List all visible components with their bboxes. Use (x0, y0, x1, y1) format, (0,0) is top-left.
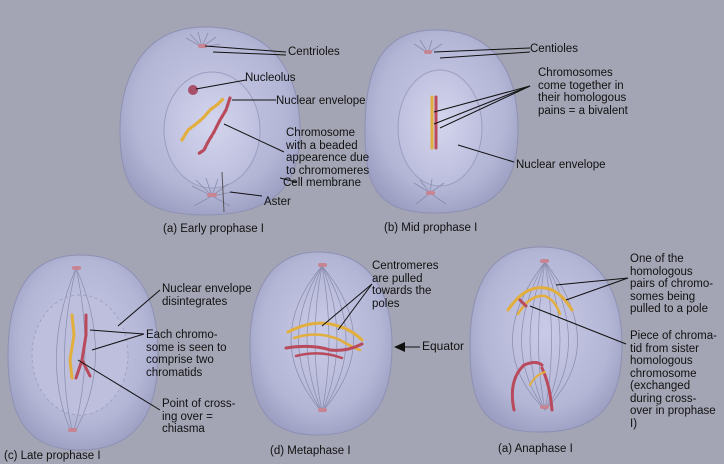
centriole-bottom (207, 193, 217, 197)
nucleolus-dot (188, 85, 198, 95)
label-early-nuclear-envelope: Nuclear envelope (276, 95, 366, 107)
caption-early-prophase: (a) Early prophase I (163, 223, 264, 235)
label-bivalent: Chromosomes come together in their homol… (538, 67, 628, 117)
equator-arrow (394, 342, 420, 352)
chromosome-yellow (180, 96, 226, 142)
label-chromatids: Each chromo- some is seen to comprise tw… (146, 329, 227, 379)
anaphase-spindle (512, 261, 578, 411)
caption-mid-prophase: (b) Mid prophase I (384, 222, 478, 234)
cell-anaphase (469, 246, 623, 433)
metaphase-spindle (290, 265, 354, 413)
label-beaded-chromosome: Chromosome with a beaded appearence due … (286, 127, 370, 177)
cell-metaphase (249, 251, 393, 436)
label-aster: Aster (264, 196, 291, 208)
caption-metaphase: (d) Metaphase I (270, 445, 351, 457)
label-chiasma: Point of cross- ing over = chiasma (162, 398, 236, 435)
label-equator: Equator (422, 339, 465, 353)
label-chromatid-piece: Piece of chroma- tid from sister homolog… (630, 330, 717, 430)
late-spindle (56, 267, 96, 431)
label-early-centrioles: Centrioles (288, 46, 340, 58)
label-cell-membrane: Cell membrane (283, 177, 361, 189)
label-centromeres: Centromeres are pulled towards the poles (372, 260, 439, 310)
caption-late-prophase: (c) Late prophase I (4, 450, 101, 462)
label-nucleolus: Nucleolus (245, 72, 296, 84)
label-homologous-pulled: One of the homologous pairs of chromo- s… (630, 253, 714, 315)
chromosome-red (196, 96, 232, 156)
caption-anaphase: (a) Anaphase I (498, 443, 573, 455)
centriole-top (198, 44, 207, 48)
label-mid-centioles: Centioles (530, 43, 578, 55)
label-mid-nuclear-envelope: Nuclear envelope (516, 159, 606, 171)
cell-early-prophase (119, 26, 301, 216)
cell-late-prophase (7, 254, 159, 451)
leader-lines (77, 45, 629, 411)
label-nuclear-disintegrates: Nuclear envelope disintegrates (162, 283, 252, 308)
